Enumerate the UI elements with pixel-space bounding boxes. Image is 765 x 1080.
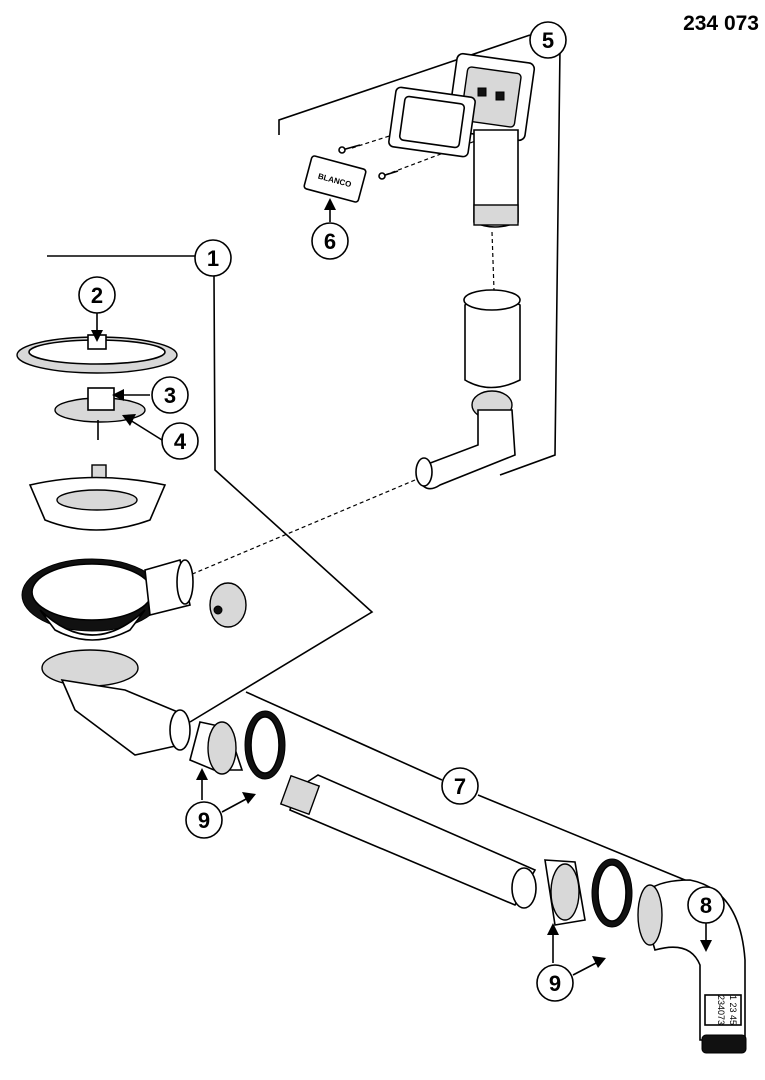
document-number: 234 073 [683, 12, 759, 35]
overflow-assembly [338, 52, 536, 490]
callout-8: 8 [687, 886, 725, 924]
svg-text:6: 6 [324, 229, 336, 254]
logo-badge: BLANCO [303, 155, 367, 203]
callout-5: 5 [529, 21, 567, 59]
svg-text:1: 1 [207, 246, 219, 271]
elbow-label-line1: 234073 [716, 995, 726, 1025]
svg-text:5: 5 [542, 28, 554, 53]
callout-9-right: 9 [536, 964, 574, 1002]
svg-text:9: 9 [198, 808, 210, 833]
callout-6: 6 [311, 222, 349, 260]
callout-7: 7 [441, 767, 479, 805]
callout-2: 2 [78, 276, 116, 314]
dashed-guides [189, 109, 495, 576]
svg-text:2: 2 [91, 283, 103, 308]
svg-text:7: 7 [454, 774, 466, 799]
bracket-lines [47, 34, 687, 919]
callout-3: 3 [151, 376, 189, 414]
callout-9-left: 9 [185, 801, 223, 839]
elbow-label-line2: 1 23 45 [728, 995, 738, 1025]
strainer-parts [16, 334, 247, 756]
callout-4: 4 [161, 422, 199, 460]
svg-text:8: 8 [700, 893, 712, 918]
pipe-parts: 234073 1 23 45 [189, 710, 747, 1054]
pointer-arrows [91, 198, 712, 976]
callout-1: 1 [194, 239, 232, 277]
svg-text:4: 4 [174, 429, 187, 454]
svg-text:9: 9 [549, 971, 561, 996]
svg-text:3: 3 [164, 383, 176, 408]
